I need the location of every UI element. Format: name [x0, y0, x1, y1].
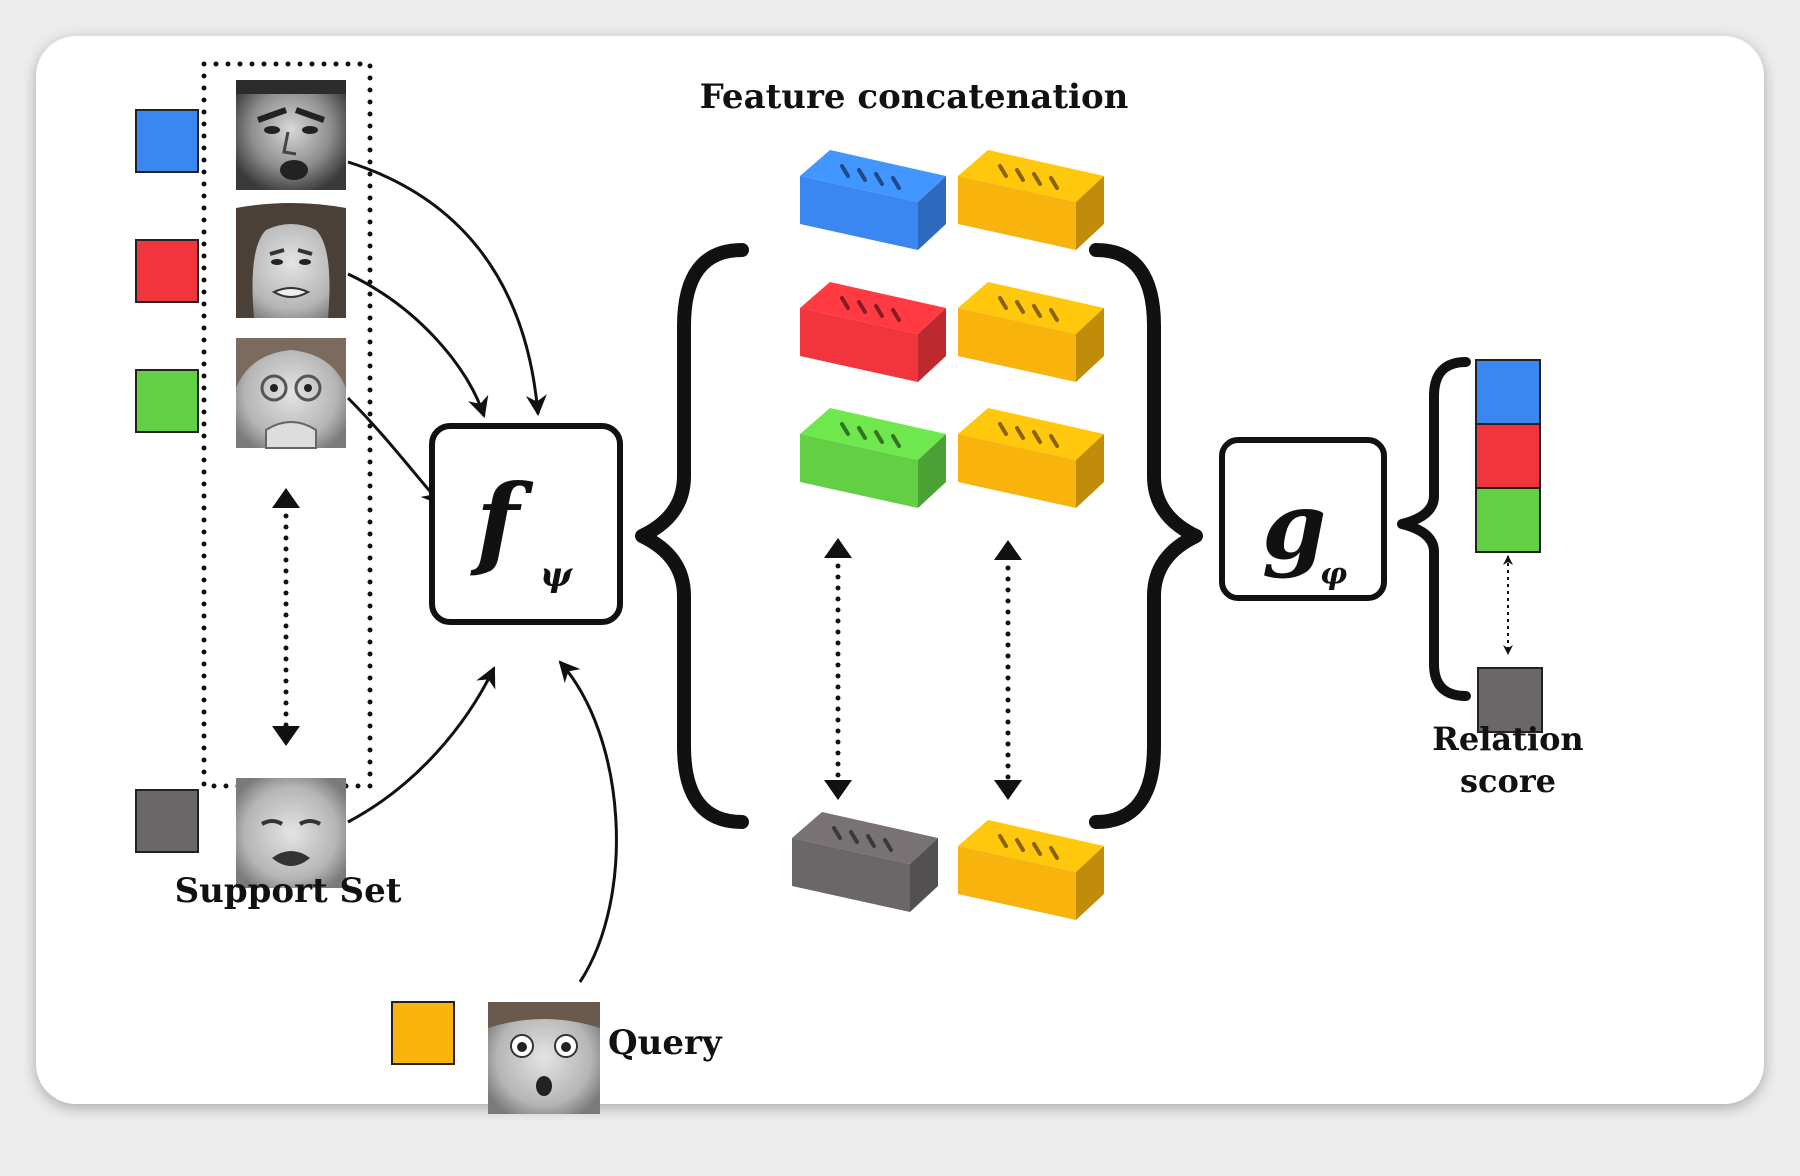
support-class-square-red: [135, 239, 199, 303]
relation-score-red: [1475, 423, 1541, 489]
diagram-card: f ψ Feature concatenation g φ Relation s…: [36, 36, 1764, 1114]
g-subscript: φ: [1320, 557, 1347, 592]
support-class-square-green: [135, 369, 199, 433]
g-symbol: g: [1262, 472, 1326, 580]
embedding-arrows: [346, 160, 618, 983]
brick-left-red: [800, 282, 946, 382]
support-class-squares: [135, 109, 199, 853]
brick-right-orange: [958, 282, 1104, 382]
support-face-crying-baby: [236, 778, 346, 888]
support-face-fearful: [236, 338, 346, 449]
support-face-disgusted: [236, 203, 346, 318]
brick-left-blue: [800, 150, 946, 250]
relation-brace: [1397, 357, 1471, 701]
brick-right-orange: [958, 408, 1104, 508]
brick-right-orange: [958, 820, 1104, 920]
brick-left-green: [800, 408, 946, 508]
relation-score-green: [1475, 487, 1541, 553]
feature-bricks: [792, 150, 1104, 920]
query-label: Query: [608, 1023, 723, 1063]
f-subscript: ψ: [540, 555, 573, 595]
relation-score-gray: [1477, 667, 1543, 733]
support-class-square-blue: [135, 109, 199, 173]
support-set-label: Support Set: [175, 871, 402, 911]
relation-label-line1: Relation: [1432, 720, 1583, 758]
brick-right-orange: [958, 150, 1104, 250]
brick-left-gray: [792, 812, 938, 912]
query-face-surprised-child: [488, 1002, 600, 1114]
f-psi-embedding-module: f ψ: [429, 423, 623, 625]
support-face-angry: [236, 80, 346, 190]
left-curly-brace: [635, 243, 749, 829]
relation-network-diagram: f ψ Feature concatenation g φ Relation s…: [135, 61, 1584, 1114]
right-curly-brace: [1089, 243, 1203, 829]
relation-score-blue: [1475, 359, 1541, 425]
relation-label-line2: score: [1460, 762, 1556, 800]
support-class-square-gray: [135, 789, 199, 853]
relation-score-stack: [1475, 359, 1543, 733]
feature-ellipsis-arrows: [824, 538, 1022, 800]
g-phi-relation-module: g φ: [1219, 437, 1387, 601]
query-class-square: [391, 1001, 455, 1065]
feature-concatenation-title: Feature concatenation: [700, 77, 1129, 117]
